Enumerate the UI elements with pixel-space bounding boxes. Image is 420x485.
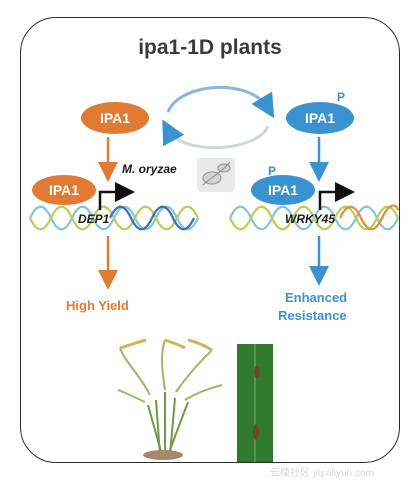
phospho-mark-top: P [337, 90, 346, 104]
gene-label-dep1: DEP1 [78, 212, 110, 226]
ipa1-oval-top-left [81, 102, 149, 134]
outcome-resistance: Resistance [278, 308, 347, 323]
leaf-lesion-icon [237, 344, 273, 462]
outcome-enhanced: Enhanced [285, 290, 348, 305]
ipa1-label-bound-right: IPA1 [267, 182, 299, 198]
tss-arrow-right [318, 182, 355, 210]
ipa1-oval-bound-left [32, 175, 96, 205]
ipa1-label-top-left: IPA1 [99, 110, 131, 126]
outcome-high-yield: High Yield [66, 298, 129, 313]
ipa1-label-bound-left: IPA1 [48, 182, 80, 198]
cycle-arrows-icon [162, 86, 275, 149]
ipa1-oval-bound-right [251, 175, 315, 205]
ipa1-oval-top-right [286, 102, 354, 134]
diagram-title: ipa1-1D plants [138, 36, 282, 59]
dna-helix-icon-left [29, 205, 199, 231]
watermark: 云棲社区 yq.aliyun.com [270, 468, 374, 479]
dna-helix-icon-right [229, 204, 400, 231]
gene-label-wrky45: WRKY45 [285, 212, 336, 226]
phospho-mark-bound: P [268, 164, 277, 178]
ipa1-label-top-right: IPA1 [304, 110, 336, 126]
fungus-icon [197, 158, 235, 192]
tss-arrow-left [98, 182, 135, 210]
rice-plant-icon [117, 338, 223, 460]
diagram-frame [20, 17, 400, 463]
pathogen-label: M. oryzae [122, 162, 177, 176]
